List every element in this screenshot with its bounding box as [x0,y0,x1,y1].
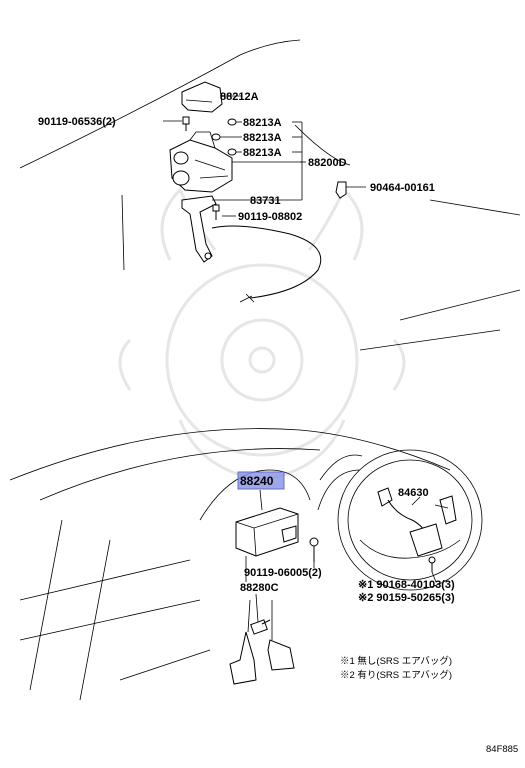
label-90159-50265[interactable]: ※2 90159-50265(3) [358,592,455,604]
label-90168-40103[interactable]: ※1 90168-40103(3) [358,579,455,591]
ecu-88240 [235,507,299,557]
label-88200D[interactable]: 88200D [308,157,347,169]
bolt-90119-08802 [212,204,220,220]
bolt-90119-06005 [309,537,319,562]
steering-wheel [337,449,483,591]
label-90119-06536[interactable]: 90119-06536(2) [38,116,116,128]
label-88240[interactable]: 88240 [240,474,274,488]
label-90119-06005[interactable]: 90119-06005(2) [244,567,322,579]
label-84630[interactable]: 84630 [398,487,429,499]
pedals [229,599,295,685]
note-2: ※2 有り(SRS エアバッグ) [340,669,452,681]
switch-88280C [250,619,271,635]
label-90464-00161[interactable]: 90464-00161 [370,182,435,194]
clip-90464-00161 [335,181,347,199]
label-83731[interactable]: 83731 [250,195,281,207]
highlight-88240 [237,471,285,490]
actuator-88200D [169,131,233,193]
screws-switch [428,556,436,572]
illustration-code: 84F885 [486,744,518,755]
grommets-88213A [211,118,237,156]
label-88213A-3[interactable]: 88213A [243,147,282,159]
note-1: ※1 無し(SRS エアバッグ) [340,655,452,667]
label-88212A[interactable]: 88212A [220,91,259,103]
label-88280C[interactable]: 88280C [240,582,279,594]
footnotes: ※1 無し(SRS エアバッグ) ※2 有り(SRS エアバッグ) [340,655,452,681]
bolt-90119-06536 [182,116,190,131]
bottom-assembly [9,289,521,701]
throttle-cable [211,225,322,299]
label-90119-08802[interactable]: 90119-08802 [238,211,302,223]
label-88213A-1[interactable]: 88213A [243,117,282,129]
top-assembly [19,39,521,303]
bracket-83731 [181,195,217,263]
switch-84630 [377,487,457,557]
cover-88212A [181,81,223,113]
label-88213A-2[interactable]: 88213A [243,132,282,144]
part-labels: 88212A 90119-06536(2) 88213A 88213A 8821… [38,91,455,604]
